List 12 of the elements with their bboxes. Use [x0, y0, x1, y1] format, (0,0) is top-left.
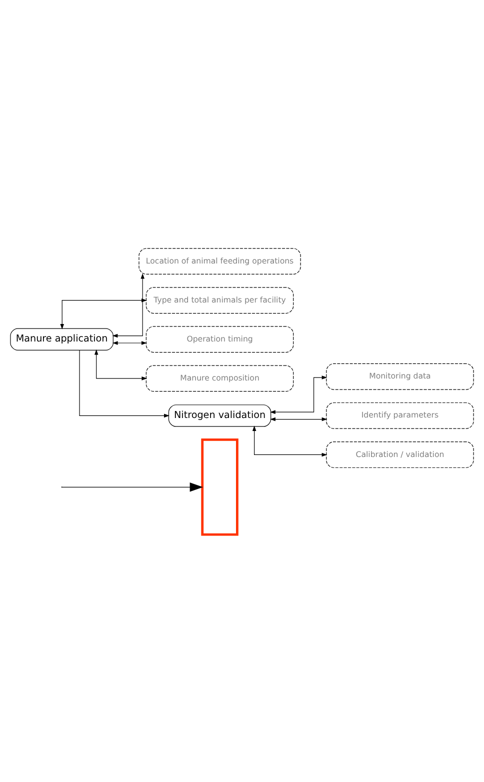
node-box: [201, 438, 238, 536]
arrow: [270, 375, 328, 414]
arrow: [270, 416, 328, 421]
arrow: [112, 340, 147, 344]
arrow: [252, 425, 328, 456]
arrow: [94, 348, 148, 380]
arrow: [62, 482, 204, 492]
node-box: Manure application: [10, 328, 114, 350]
arrow: [112, 272, 144, 338]
arrow: [60, 298, 147, 329]
arrow: [79, 350, 170, 418]
node-box: Nitrogen validation: [168, 404, 272, 426]
